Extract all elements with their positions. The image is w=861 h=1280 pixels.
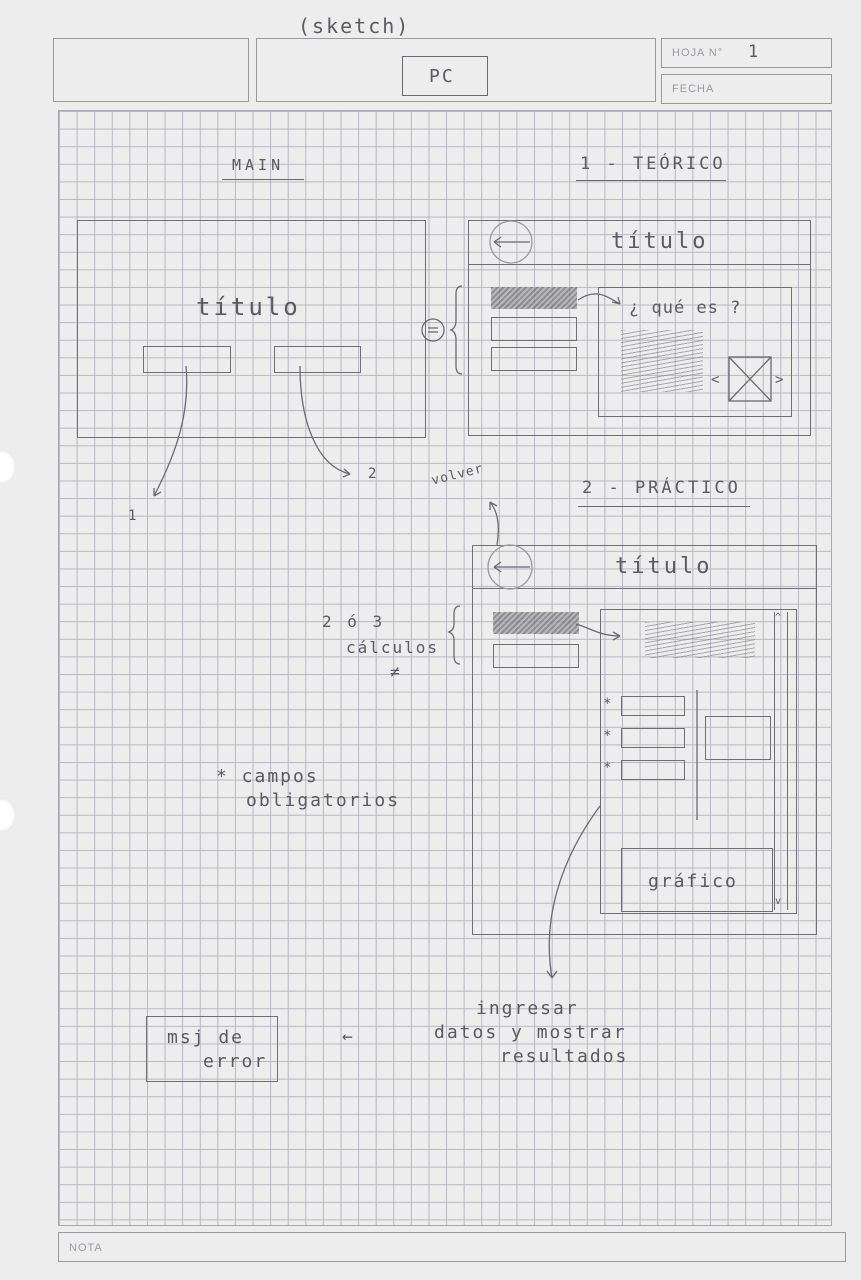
practice-title: título	[615, 554, 713, 579]
practice-link-arrow	[575, 623, 621, 641]
theory-text-scribble	[621, 330, 703, 392]
theory-menu-brace	[449, 285, 463, 375]
sheet-number: 1	[748, 42, 761, 62]
main-title: título	[196, 293, 301, 321]
theory-prev-arrow[interactable]: <	[711, 372, 722, 388]
input-field[interactable]	[621, 760, 685, 780]
date-label: FECHA	[672, 83, 715, 95]
input-field[interactable]	[621, 728, 685, 748]
image-placeholder-icon	[728, 356, 772, 402]
arrow-2-label: 2	[368, 466, 379, 482]
date-box: FECHA	[661, 74, 832, 104]
error-arrow: ←	[342, 1026, 355, 1047]
practice-header-divider	[473, 588, 816, 589]
device-label: PC	[429, 66, 455, 87]
required-note-line2: obligatorios	[246, 790, 401, 811]
chart-label: gráfico	[648, 871, 738, 892]
chart-box: gráfico	[621, 848, 773, 912]
note-box: NOTA	[58, 1232, 846, 1262]
input-note-line1: ingresar	[476, 998, 579, 1019]
practice-content-panel: ^ v * * * gráfico	[600, 609, 797, 914]
volver-arrow	[489, 501, 499, 546]
theory-question: ¿ qué es ?	[629, 298, 742, 318]
theory-heading-underline	[576, 180, 726, 181]
practice-text-scribble	[645, 622, 755, 658]
punch-hole	[0, 798, 16, 832]
theory-title: título	[611, 229, 709, 254]
theory-back-icon[interactable]	[489, 220, 533, 264]
sheet-number-box: HOJA N° 1	[661, 38, 832, 68]
practice-menu-item-active[interactable]	[493, 612, 579, 634]
theory-menu-item-active[interactable]	[491, 287, 577, 309]
theory-heading: 1 - TEÓRICO	[580, 154, 726, 174]
input-note-line3: resultados	[500, 1046, 629, 1067]
theory-screen-frame: título ¿ qué es ? < >	[468, 220, 811, 436]
required-asterisk: *	[603, 728, 614, 744]
practice-heading-underline	[578, 506, 750, 507]
arrow-2	[299, 365, 351, 478]
theory-content-panel: ¿ qué es ? < >	[598, 287, 792, 417]
arrow-1-label: 1	[128, 508, 139, 524]
calc-label: cálculos	[346, 638, 440, 657]
theory-link-arrow	[577, 293, 621, 305]
calc-count: 2 ó 3	[322, 612, 386, 631]
note-label: NOTA	[69, 1242, 103, 1254]
header-left-box	[53, 38, 249, 102]
error-line1: msj de	[167, 1027, 245, 1048]
practice-menu-brace	[447, 605, 461, 665]
practice-menu-item[interactable]	[493, 644, 579, 668]
theory-menu-item[interactable]	[491, 347, 577, 371]
required-asterisk: *	[603, 760, 614, 776]
required-asterisk: *	[603, 696, 614, 712]
theory-next-arrow[interactable]: >	[775, 372, 786, 388]
required-note-line1: * campos	[216, 766, 319, 787]
main-heading-underline	[222, 179, 304, 180]
scroll-down-icon[interactable]: v	[775, 896, 784, 907]
graph-grid	[58, 110, 832, 1226]
scroll-up-icon[interactable]: ^	[775, 612, 784, 623]
input-note-arrow	[546, 805, 601, 979]
main-heading: MAIN	[232, 156, 285, 174]
input-field[interactable]	[621, 696, 685, 716]
calc-note: ≠	[390, 662, 402, 681]
error-line2: error	[203, 1051, 268, 1072]
sheet-label: HOJA N°	[672, 47, 724, 59]
arrow-1	[153, 365, 188, 497]
theory-header-divider	[469, 264, 810, 265]
practice-heading: 2 - PRÁCTICO	[582, 478, 741, 498]
main-screen-frame: título	[77, 220, 426, 438]
main-button-2[interactable]	[274, 346, 361, 373]
practice-screen-frame: título ^ v * * * gráfico	[472, 545, 817, 935]
practice-scrollbar[interactable]: ^ v	[774, 612, 788, 910]
device-box: PC	[402, 56, 488, 96]
practice-back-icon[interactable]	[487, 544, 533, 590]
theory-menu-item[interactable]	[491, 317, 577, 341]
input-note-line2: datos y mostrar	[434, 1022, 627, 1043]
header-center-box	[256, 38, 656, 102]
error-message-box: msj de error	[146, 1016, 278, 1082]
result-box	[705, 716, 771, 760]
sketch-label: (sketch)	[298, 14, 411, 38]
punch-hole	[0, 450, 16, 484]
menu-icon[interactable]	[421, 318, 445, 342]
